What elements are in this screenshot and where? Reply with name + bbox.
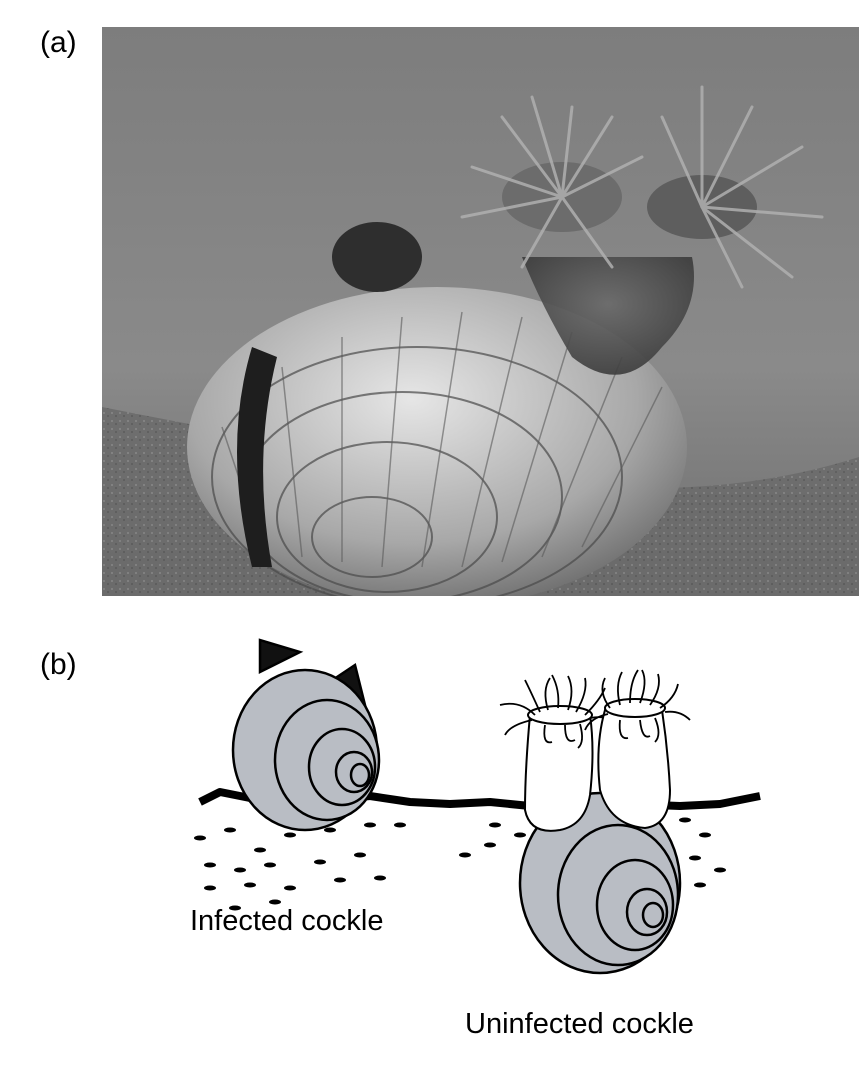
sea-anemone-left bbox=[499, 674, 616, 832]
panel-b-label: (b) bbox=[40, 648, 77, 681]
cockle-diagram bbox=[194, 638, 761, 975]
sediment-dashes bbox=[194, 817, 726, 911]
sea-anemone-right bbox=[584, 669, 691, 830]
infected-cockle-label: Infected cockle bbox=[190, 905, 384, 937]
infected-cockle-shell bbox=[231, 638, 381, 832]
panel-a-label: (a) bbox=[40, 26, 77, 59]
uninfected-cockle-label: Uninfected cockle bbox=[465, 1008, 694, 1040]
cockle-anemone-photo bbox=[102, 27, 859, 596]
uninfected-cockle-shell bbox=[518, 791, 682, 975]
